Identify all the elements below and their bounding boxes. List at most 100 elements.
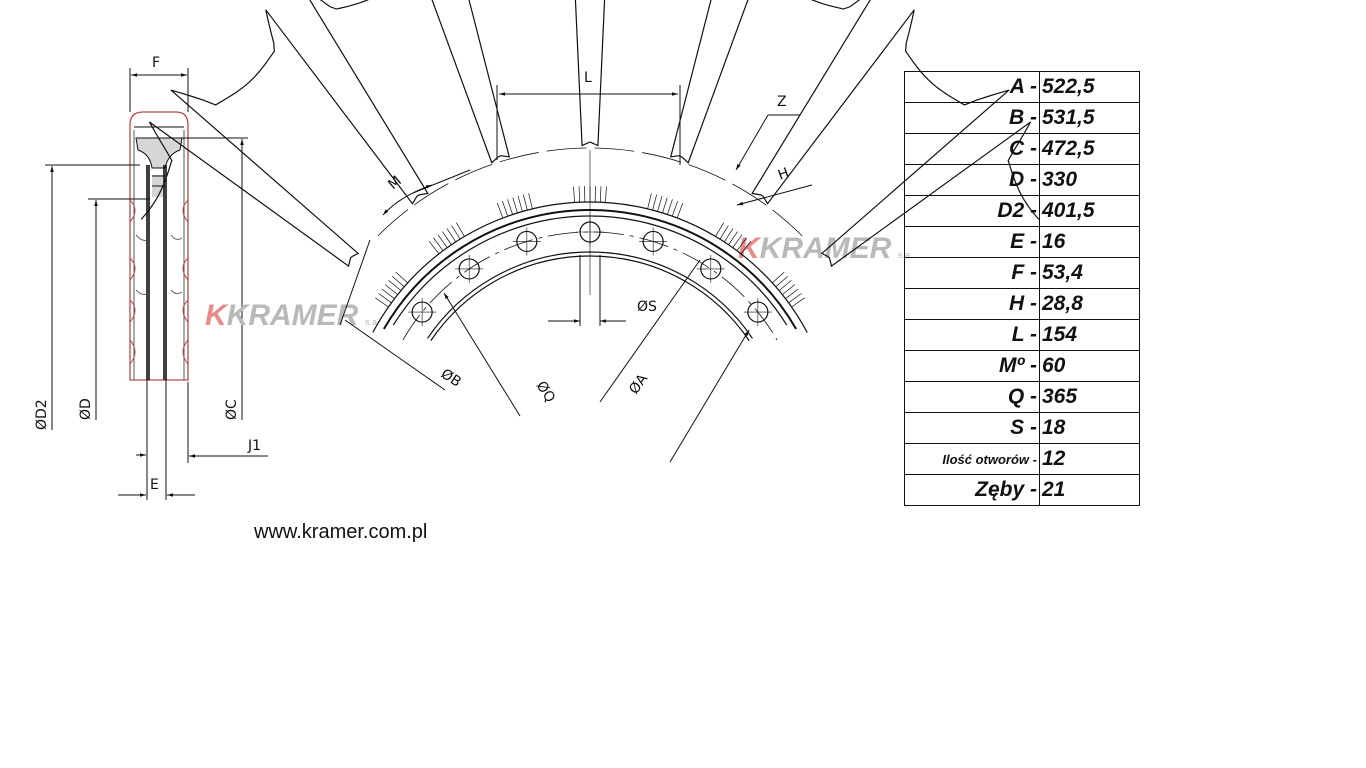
spec-key: H -	[904, 288, 1040, 320]
tooth-rib	[381, 288, 395, 299]
label-C: ØC	[224, 399, 240, 420]
spec-row: L -154	[904, 319, 1140, 351]
tooth-rib	[740, 241, 752, 255]
tooth-rib	[384, 284, 398, 295]
spec-key: Mº -	[904, 350, 1040, 382]
tooth-rib	[446, 228, 457, 243]
tooth-rib	[573, 186, 575, 203]
label-F: F	[152, 55, 160, 71]
spec-value: 53,4	[1039, 257, 1140, 289]
spec-row: Zęby -21	[904, 474, 1140, 506]
tooth-rib	[599, 186, 602, 203]
tooth-rib	[657, 195, 663, 212]
spec-row: B -531,5	[904, 102, 1140, 134]
svg-text:KKRAMER: KKRAMER	[738, 232, 892, 265]
tooth-rib	[676, 202, 684, 219]
spec-value: 531,5	[1039, 102, 1140, 134]
tooth-rib	[578, 186, 581, 203]
tooth-rib	[715, 222, 725, 237]
tooth-rib	[772, 271, 785, 284]
tooth-rib	[451, 225, 461, 240]
spec-value: 330	[1039, 164, 1140, 196]
spec-row: E -16	[904, 226, 1140, 258]
tooth-rib	[512, 197, 518, 214]
label-Z: Z	[777, 94, 787, 110]
tooth-rib	[605, 186, 607, 203]
spec-key: D -	[904, 164, 1040, 196]
label-H: H	[776, 165, 791, 184]
sprocket-dimensions	[339, 85, 813, 463]
kramer-watermark-right: KKRAMER s.a.	[738, 232, 913, 265]
spec-row: D -330	[904, 164, 1140, 196]
spec-value: 12	[1039, 443, 1140, 475]
spec-value: 401,5	[1039, 195, 1140, 227]
tooth-rib	[732, 234, 743, 248]
label-D: ØD	[78, 398, 94, 420]
spec-key: B -	[904, 102, 1040, 134]
svg-text:s.a.: s.a.	[365, 317, 380, 327]
spec-key: A -	[904, 71, 1040, 103]
spec-key: Ilość otworów -	[904, 443, 1040, 475]
tooth-rib	[778, 280, 792, 291]
tooth-rib	[791, 297, 805, 308]
spec-key: S -	[904, 412, 1040, 444]
tooth-rib	[667, 199, 673, 215]
spec-row: H -28,8	[904, 288, 1140, 320]
spec-row: C -472,5	[904, 133, 1140, 165]
label-L: L	[584, 70, 592, 86]
spec-key: C -	[904, 133, 1040, 165]
tooth-rib	[433, 237, 444, 251]
tooth-rib	[652, 194, 658, 211]
label-S: ØS	[637, 299, 657, 315]
hub-fill	[135, 137, 183, 169]
tooth-rib	[522, 194, 528, 211]
spec-key: D2 -	[904, 195, 1040, 227]
spec-row: S -18	[904, 412, 1140, 444]
tooth-rib	[723, 228, 734, 243]
section-view	[45, 68, 268, 500]
label-D2: ØD2	[34, 399, 50, 430]
tooth-rib	[785, 288, 799, 299]
spec-value: 21	[1039, 474, 1140, 506]
tooth-rib	[736, 237, 747, 251]
tooth-rib	[455, 222, 465, 237]
tooth-rib	[782, 284, 796, 295]
spec-value: 28,8	[1039, 288, 1140, 320]
tooth-rib	[671, 200, 678, 217]
spec-value: 522,5	[1039, 71, 1140, 103]
spec-key: F -	[904, 257, 1040, 289]
tooth-rib	[507, 199, 513, 215]
tooth-rib	[662, 197, 668, 214]
spec-value: 60	[1039, 350, 1140, 382]
tooth-rib	[496, 202, 504, 219]
tooth-rib	[388, 280, 402, 291]
spec-row: F -53,4	[904, 257, 1140, 289]
spec-row: A -522,5	[904, 71, 1140, 103]
tooth-rib	[788, 293, 802, 304]
tooth-rib	[375, 297, 389, 308]
tooth-rib	[391, 275, 405, 287]
spec-key: Zęby -	[904, 474, 1040, 506]
tooth-rib	[378, 293, 392, 304]
spec-row: Q -365	[904, 381, 1140, 413]
spec-key: Q -	[904, 381, 1040, 413]
spec-key: E -	[904, 226, 1040, 258]
tooth-rib	[502, 200, 509, 217]
kramer-watermark-left: KKRAMER s.a.	[205, 299, 380, 332]
label-Q: ØQ	[533, 378, 558, 405]
bolt-circle	[402, 231, 778, 341]
tooth-rib	[437, 234, 448, 248]
section-outline	[129, 111, 189, 381]
spec-row: Mº -60	[904, 350, 1140, 382]
spec-value: 472,5	[1039, 133, 1140, 165]
label-J1: J1	[247, 438, 261, 454]
tooth-rib	[528, 193, 533, 209]
tooth-rib	[775, 275, 789, 287]
spec-value: 365	[1039, 381, 1140, 413]
label-E: E	[150, 477, 159, 493]
spec-row: D2 -401,5	[904, 195, 1140, 227]
website-link[interactable]: www.kramer.com.pl	[254, 521, 428, 543]
tooth-rib	[428, 241, 440, 255]
spec-value: 154	[1039, 319, 1140, 351]
